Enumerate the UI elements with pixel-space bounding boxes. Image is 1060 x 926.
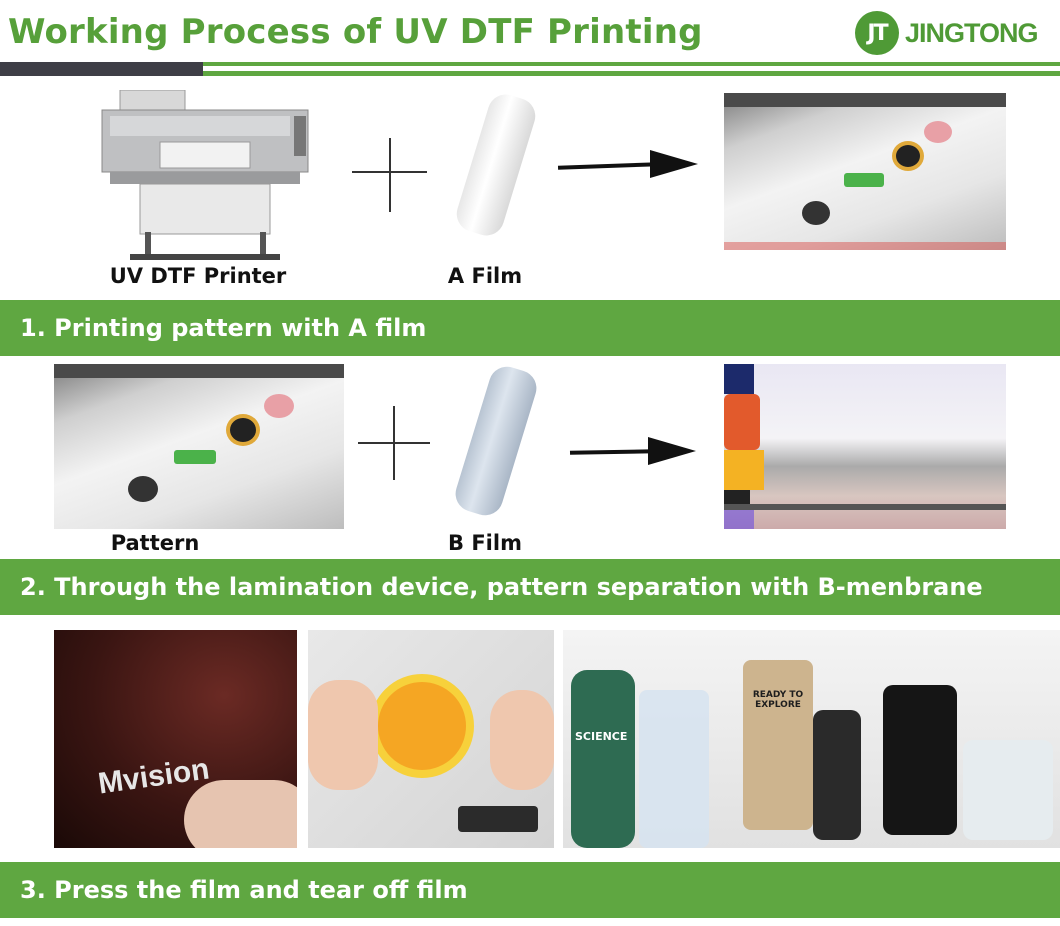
logo-mark: JT [855, 11, 899, 55]
black-mug [883, 685, 957, 835]
a-film-roll [452, 90, 540, 240]
robot-sticker [724, 394, 760, 450]
b-film-caption: B Film [448, 531, 522, 555]
tumbler: READY TO EXPLORE [743, 660, 813, 830]
green-bottle: SCIENCE [571, 670, 635, 848]
sun-sticker [724, 450, 764, 490]
sun-face-sticker [370, 674, 474, 778]
step-2-banner: 2. Through the lamination device, patter… [0, 559, 1060, 615]
page-title: Working Process of UV DTF Printing [8, 12, 703, 52]
dog-sticker [892, 141, 924, 171]
bottle-text: SCIENCE [575, 730, 628, 743]
skull-sticker [802, 201, 830, 225]
dog-sticker-2 [226, 414, 260, 446]
printer-caption: UV DTF Printer [109, 264, 287, 288]
arrow-1-head [650, 150, 698, 178]
glasses-sticker [724, 490, 750, 504]
separated-pattern-image [724, 364, 1006, 529]
hand-left [308, 680, 378, 790]
pattern-image [54, 364, 344, 529]
arrow-2-head [648, 437, 696, 465]
hand-right [490, 690, 554, 790]
arrow-2-line [569, 449, 656, 455]
green-sticker [844, 173, 884, 187]
phone [813, 710, 861, 840]
plus-sign-1-vertical [389, 138, 391, 212]
printer-rail [724, 93, 1006, 107]
red-light [724, 242, 1006, 250]
printer-illustration [101, 90, 309, 260]
skull-sticker-2 [128, 476, 158, 502]
arrow-1-line [557, 162, 659, 170]
brand-logo: JT JINGTONG [855, 10, 1039, 56]
nasa-sticker [724, 364, 754, 394]
a-film-caption: A Film [447, 264, 523, 288]
plus-sign-2-vertical [393, 406, 395, 480]
header-green-rule-bottom [203, 71, 1060, 76]
apply-to-speaker-image: Mvision [54, 630, 297, 848]
b-film-roll [451, 362, 541, 520]
uv-light [724, 510, 754, 529]
glass-jar [639, 690, 709, 848]
header-dark-bar [0, 62, 203, 76]
printed-a-film-image [724, 93, 1006, 250]
glass-mug [963, 740, 1053, 840]
finished-products-image: SCIENCE READY TO EXPLORE [563, 630, 1060, 848]
printer-rail-2 [54, 364, 344, 378]
step-1-banner: 1. Printing pattern with A film [0, 300, 1060, 356]
pig-sticker [924, 121, 952, 143]
finger [184, 780, 297, 848]
peel-film-on-cup-image [308, 630, 554, 848]
pattern-caption: Pattern [110, 531, 200, 555]
header-green-rule-top [203, 62, 1060, 66]
tumbler-text: READY TO EXPLORE [752, 690, 804, 710]
im-fine-sticker [458, 806, 538, 832]
uv-dtf-printer-image [100, 90, 310, 262]
pig-sticker-2 [264, 394, 294, 418]
step-3-banner: 3. Press the film and tear off film [0, 862, 1060, 918]
green-sticker-2 [174, 450, 216, 464]
logo-text: JINGTONG [905, 17, 1039, 48]
lamination-rail [724, 504, 1006, 510]
